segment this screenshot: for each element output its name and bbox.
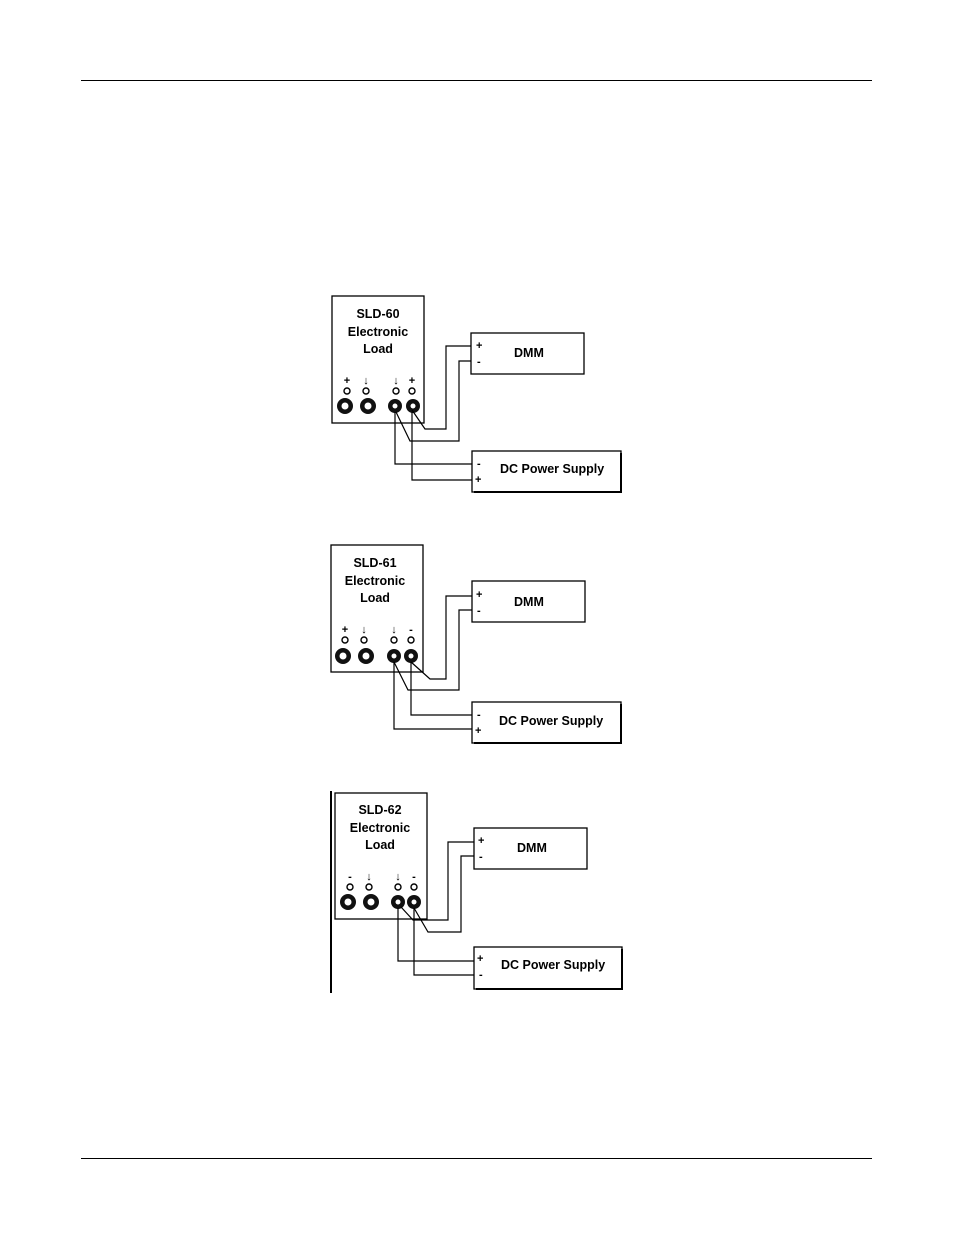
psu-bottom-sign: + xyxy=(475,474,481,486)
sense-terminals xyxy=(343,387,416,395)
dmm-plus: + xyxy=(478,835,484,847)
header-rule xyxy=(81,80,872,81)
load-line2: Electronic xyxy=(345,574,405,588)
load-box xyxy=(331,295,425,424)
dmm-label: DMM xyxy=(514,346,544,360)
dmm-label: DMM xyxy=(514,595,544,609)
terminal-symbol: - xyxy=(412,871,416,883)
diagram-sld-61: SLD-61 Electronic Load + ↓ ↓ - DMM + - D… xyxy=(330,544,622,744)
dmm-minus: - xyxy=(479,851,483,863)
terminal-symbol: ↓ xyxy=(393,375,399,387)
binding-post-terminals xyxy=(340,894,421,910)
sense-terminals xyxy=(341,636,415,644)
dmm-label: DMM xyxy=(517,841,547,855)
footer-rule xyxy=(81,1158,872,1159)
terminal-symbol: + xyxy=(344,375,350,387)
terminal-symbol: + xyxy=(409,375,415,387)
binding-post-terminals xyxy=(337,398,420,414)
wires xyxy=(393,595,472,730)
diagram-sld-60: SLD-60 Electronic Load + ↓ ↓ + DMM + - D… xyxy=(331,295,622,493)
terminal-symbol: ↓ xyxy=(363,375,369,387)
load-line3: Load xyxy=(363,342,393,356)
psu-bottom-sign: - xyxy=(479,969,483,981)
dmm-minus: - xyxy=(477,356,481,368)
load-model: SLD-62 xyxy=(358,803,401,817)
load-box xyxy=(330,544,424,673)
psu-top-sign: - xyxy=(477,709,481,721)
load-model: SLD-60 xyxy=(356,307,399,321)
psu-top-sign: + xyxy=(477,953,483,965)
load-model: SLD-61 xyxy=(353,556,396,570)
terminal-symbol: - xyxy=(409,624,413,636)
terminal-symbol: - xyxy=(348,871,352,883)
terminal-symbol: ↓ xyxy=(391,624,397,636)
binding-post-terminals xyxy=(335,648,418,664)
load-line2: Electronic xyxy=(348,325,408,339)
load-line2: Electronic xyxy=(350,821,410,835)
psu-label: DC Power Supply xyxy=(500,462,604,476)
terminal-symbol: ↓ xyxy=(361,624,367,636)
diagram-sld-62: SLD-62 Electronic Load - ↓ ↓ - DMM + - D… xyxy=(330,791,623,993)
wires xyxy=(397,841,474,976)
load-line3: Load xyxy=(360,591,390,605)
terminal-symbol: + xyxy=(342,624,348,636)
dmm-box xyxy=(471,580,586,623)
sense-terminals xyxy=(346,883,418,891)
load-box xyxy=(334,792,428,920)
dmm-minus: - xyxy=(477,605,481,617)
terminal-symbol: ↓ xyxy=(366,871,372,883)
dmm-plus: + xyxy=(476,340,482,352)
psu-top-sign: - xyxy=(477,458,481,470)
dmm-box xyxy=(470,332,585,375)
psu-label: DC Power Supply xyxy=(501,958,605,972)
terminal-symbol: ↓ xyxy=(395,871,401,883)
psu-label: DC Power Supply xyxy=(499,714,603,728)
dmm-box xyxy=(473,827,588,870)
psu-bottom-sign: + xyxy=(475,725,481,737)
dmm-plus: + xyxy=(476,589,482,601)
wires xyxy=(394,345,472,481)
load-line3: Load xyxy=(365,838,395,852)
